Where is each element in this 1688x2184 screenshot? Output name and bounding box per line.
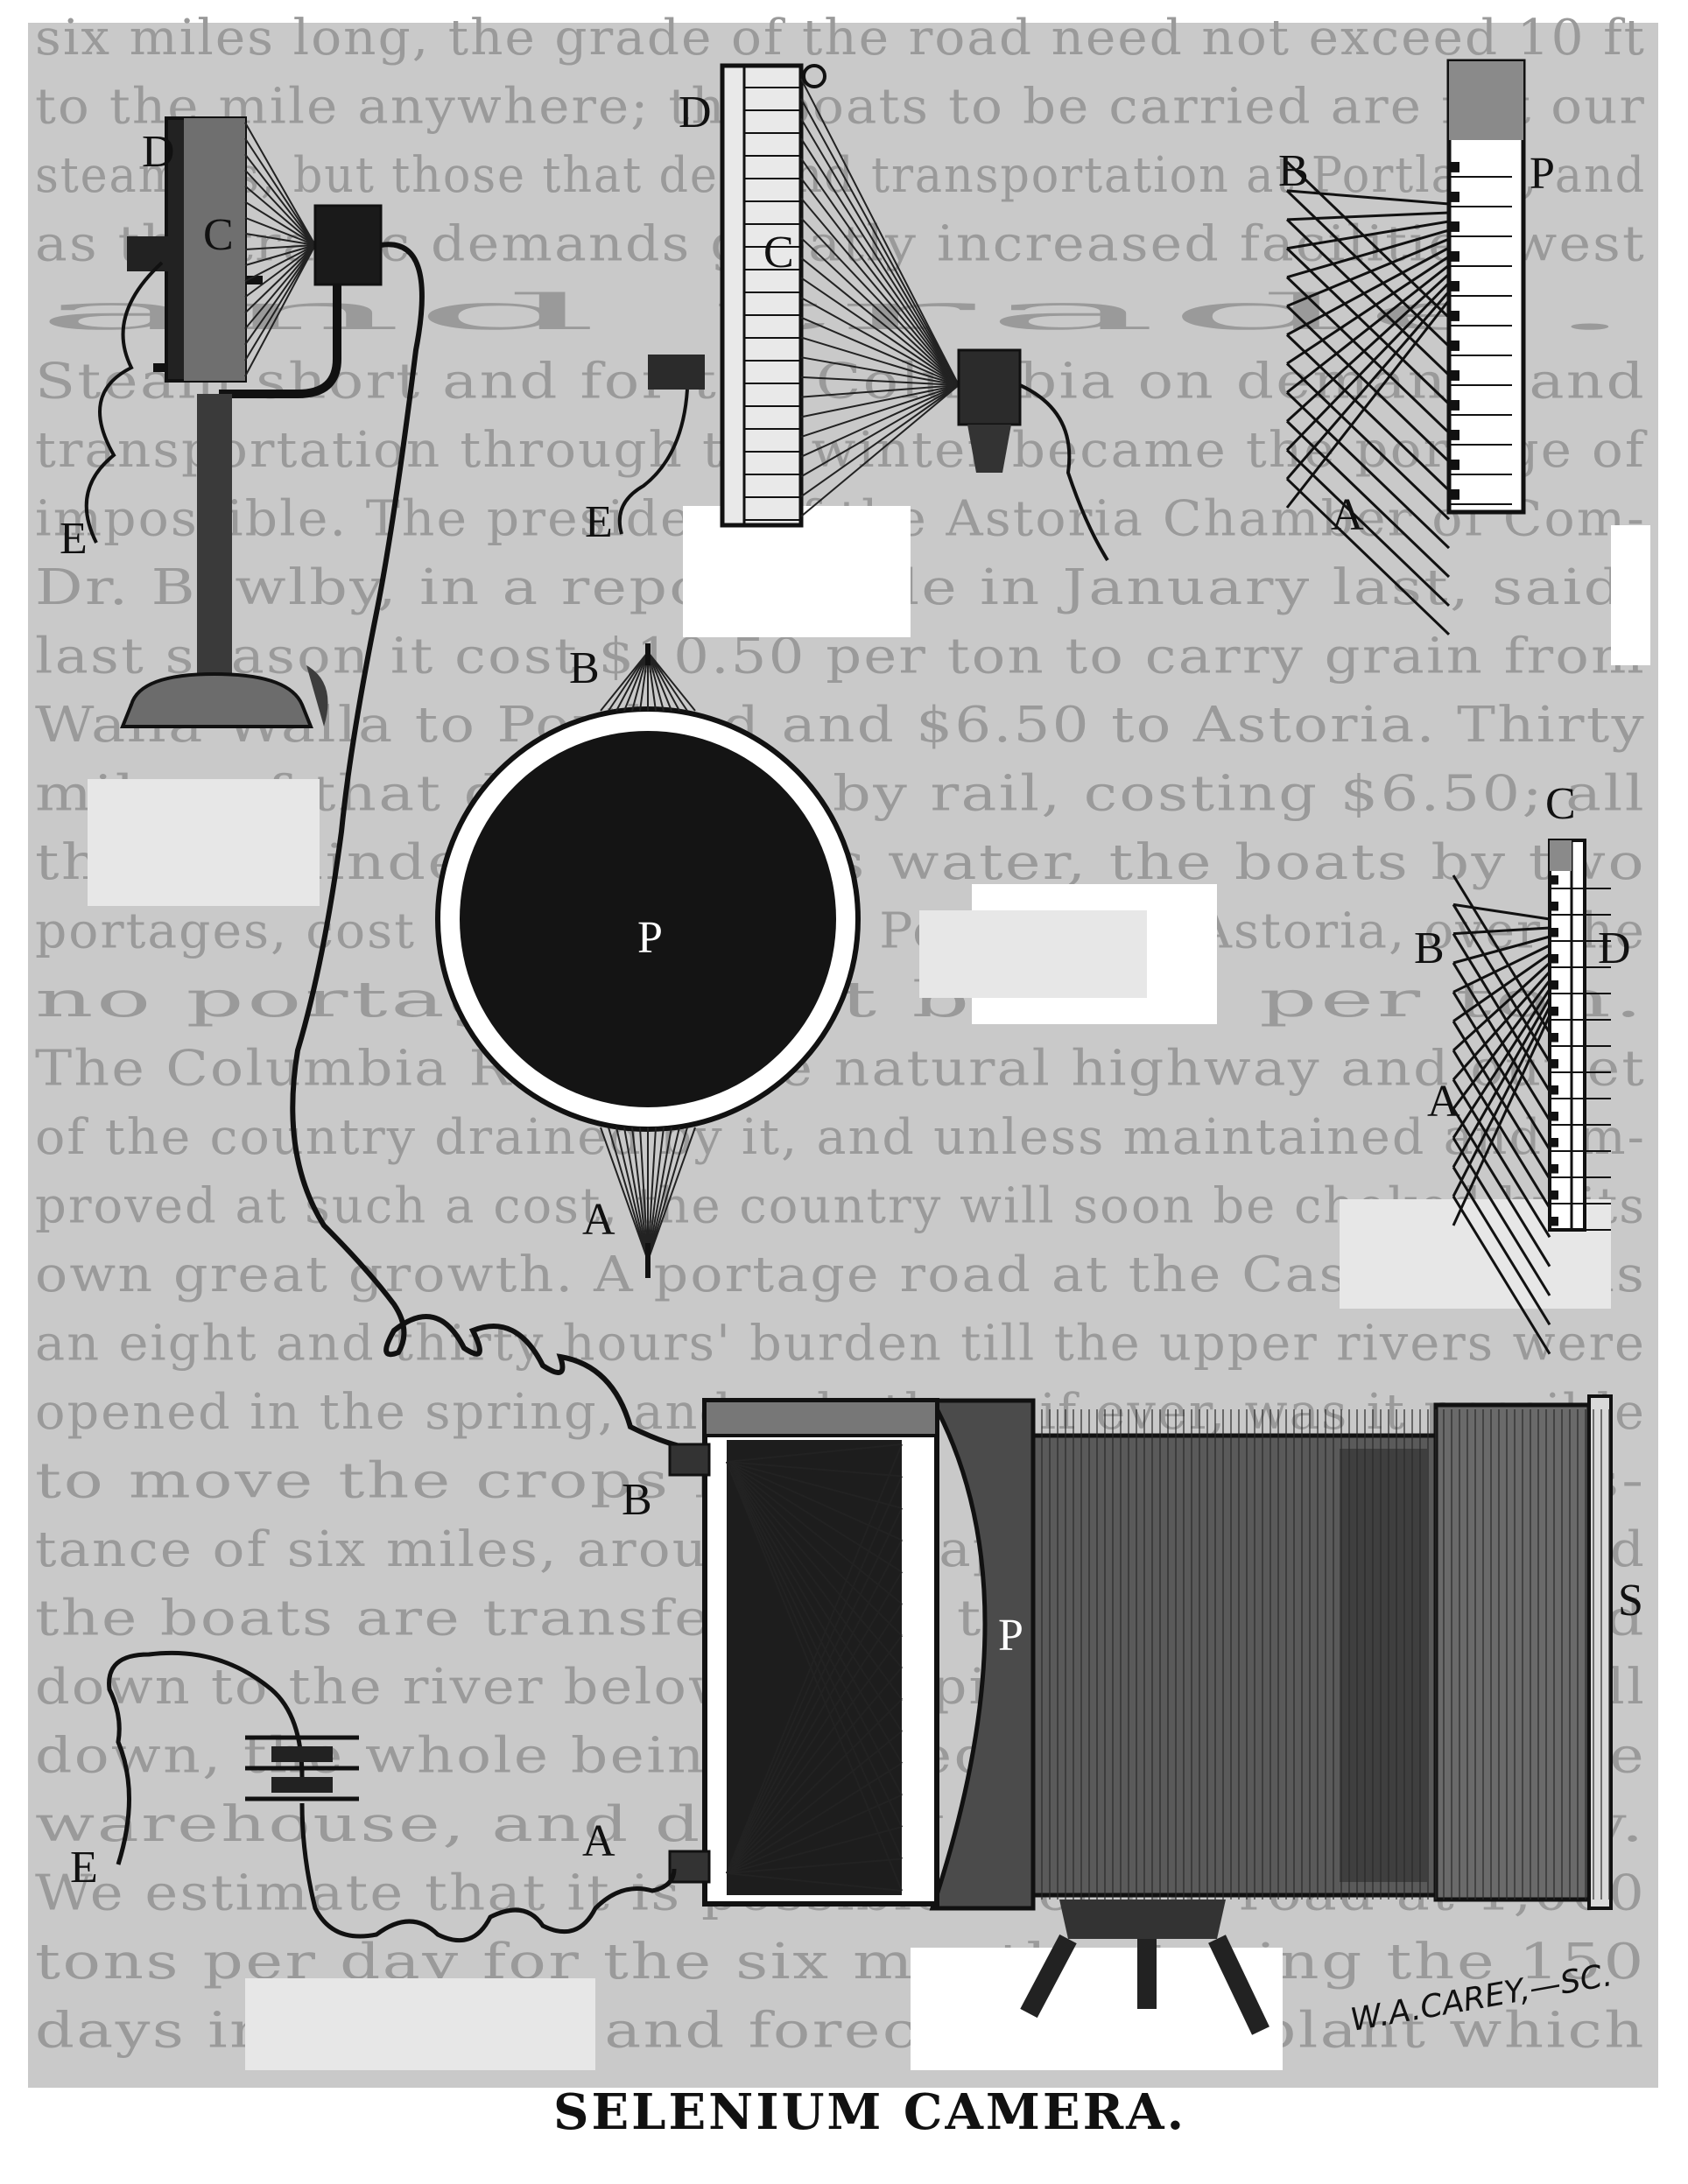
- label-a: A: [582, 1195, 615, 1245]
- background-text-line: steamers, but those that demand transpor…: [35, 147, 1646, 204]
- shading-lines: [1041, 1409, 1610, 1900]
- figure-caption: SELENIUM CAMERA.: [553, 2083, 1186, 2141]
- background-text-line: of the country drained by it, and unless…: [35, 1109, 1646, 1166]
- wire-fan: [800, 78, 960, 517]
- label-p: P: [637, 913, 663, 963]
- label-a: A: [1331, 490, 1364, 540]
- figure-selenium-camera: P B A S: [582, 1394, 1643, 2035]
- wire-fans: [600, 643, 696, 1278]
- background-text-line: The Columbia River is the natural highwa…: [35, 1041, 1646, 1098]
- plate-teeth: [1550, 875, 1611, 1231]
- label-e: E: [585, 497, 613, 547]
- wire-fan: [726, 1443, 903, 1892]
- plate-rungs: [744, 87, 801, 521]
- background-text-line: to the mile anywhere; the boats to be ca…: [35, 79, 1646, 136]
- blank-patch: [245, 1978, 595, 2070]
- wire-lines: [1285, 160, 1451, 636]
- blank-patch: [88, 779, 320, 906]
- label-d: D: [679, 88, 712, 137]
- label-d: D: [142, 127, 175, 177]
- background-text-line: six miles long, the grade of the road ne…: [35, 10, 1646, 67]
- label-d: D: [1598, 923, 1631, 973]
- figure-round-plate: P B A: [435, 643, 861, 1278]
- blank-patch: [1611, 525, 1650, 665]
- label-a: A: [1427, 1077, 1460, 1127]
- wire-lines: [1452, 874, 1551, 1355]
- battery-circuit: E: [70, 1650, 677, 1943]
- blank-patch: [683, 506, 911, 637]
- plate-teeth: [1449, 162, 1512, 505]
- label-c: C: [203, 210, 234, 260]
- blank-patch: [919, 910, 1147, 998]
- label-c: C: [1545, 779, 1576, 829]
- label-p: P: [998, 1611, 1023, 1661]
- figure-small-section: C B D A: [1414, 779, 1631, 1355]
- background-text-line: an eight and thirty hours' burden till t…: [35, 1316, 1646, 1373]
- label-b: B: [569, 643, 600, 693]
- label-s: S: [1618, 1576, 1643, 1626]
- label-b: B: [1414, 923, 1445, 973]
- label-b: B: [622, 1475, 652, 1525]
- background-text-line: and trade.: [35, 284, 1646, 341]
- label-e: E: [60, 514, 88, 564]
- wire-fan: [244, 122, 316, 377]
- caption-band: [26, 2088, 1659, 2162]
- figure-stand-receiver: D C E: [60, 116, 383, 728]
- label-e: E: [70, 1843, 98, 1893]
- figure-side-cell: D C E: [585, 63, 1109, 562]
- label-b: B: [1278, 146, 1309, 196]
- connecting-wire: [290, 242, 693, 1451]
- label-a: A: [582, 1816, 615, 1866]
- background-text-line: last season it cost $10.50 per ton to ca…: [35, 629, 1646, 685]
- figure-enlarged-section: B P A: [1278, 59, 1555, 636]
- label-c: C: [763, 228, 794, 277]
- label-p: P: [1530, 149, 1555, 199]
